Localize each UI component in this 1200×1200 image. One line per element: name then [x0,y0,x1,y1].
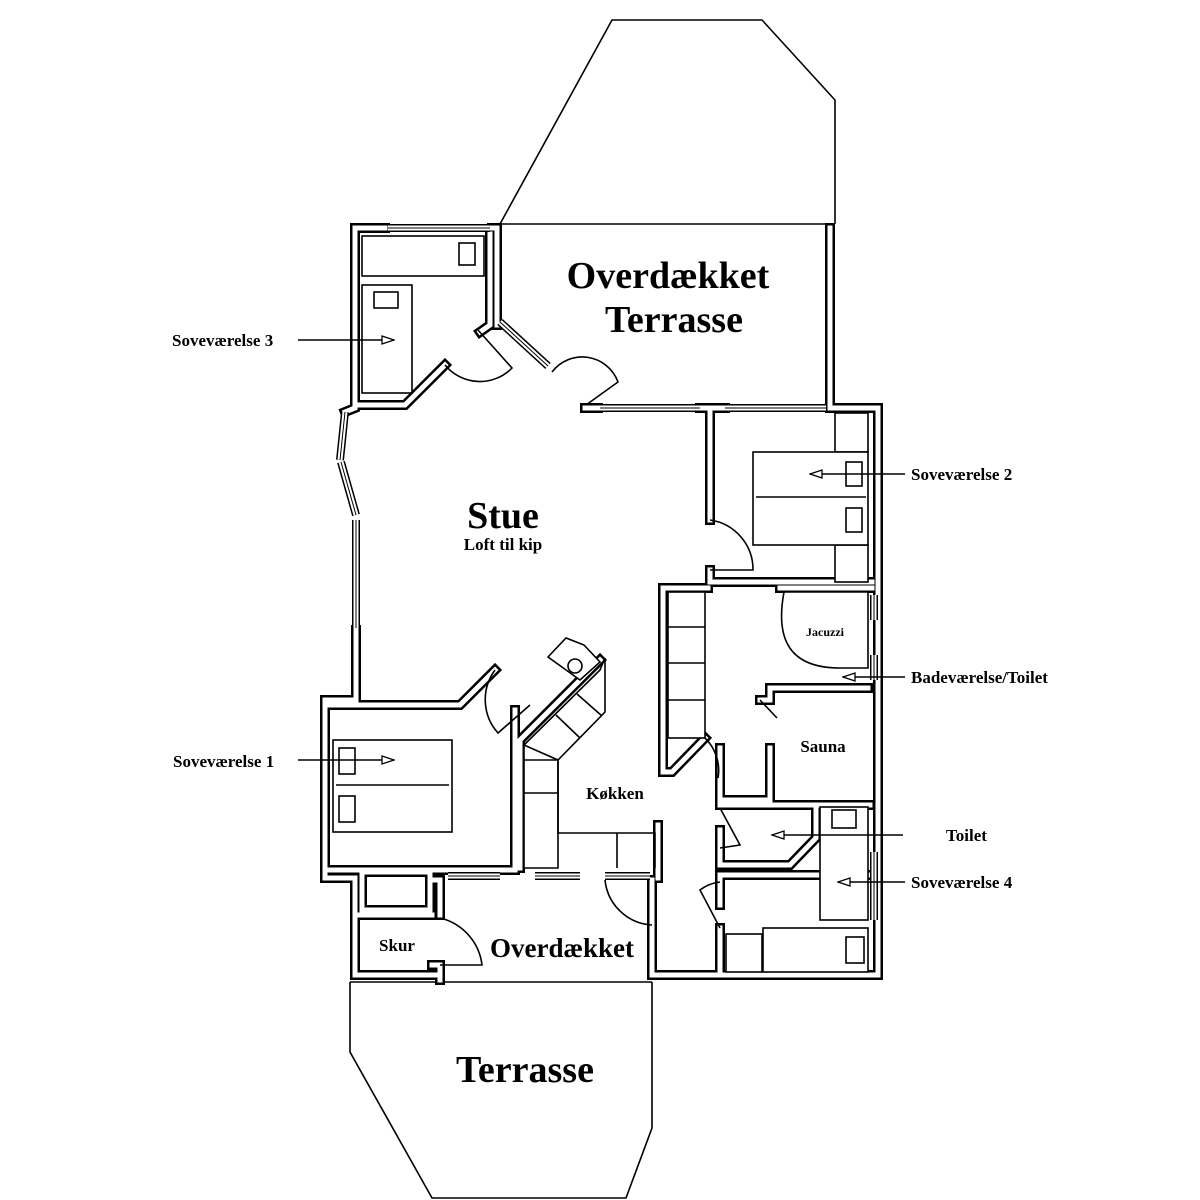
label-covered-bottom: Overdækket [490,933,634,963]
callout-bedroom3: Soveværelse 3 [172,331,273,350]
pillow-icon [458,242,476,266]
door-bedroom2 [709,519,754,571]
sink-drain [567,658,583,674]
callout-bedroom1: Soveværelse 1 [173,752,274,771]
door-toilet [719,807,742,849]
nightstand [725,933,763,973]
furniture [332,235,869,973]
label-covered-terrace-1: Overdækket [567,255,770,297]
closet [834,412,869,453]
door-bathroom [704,737,720,779]
windows [336,224,878,920]
callout-bathroom: Badeværelse/Toilet [911,668,1048,687]
top-terrace-outline [499,19,836,225]
pillow-icon [831,809,857,829]
room-labels: Overdækket Terrasse Stue Loft til kip Kø… [379,255,846,1091]
jacuzzi-tub [780,591,869,669]
kitchen-counter-diag [522,657,606,761]
callout-bedroom2: Soveværelse 2 [911,465,1012,484]
label-shed: Skur [379,936,415,955]
door-bedroom1 [484,669,531,735]
kitchen-counter [523,744,559,869]
closet [834,544,869,583]
pillow-icon [373,291,399,309]
label-covered-terrace-2: Terrasse [605,299,743,341]
label-living-room: Stue [467,495,539,537]
walls [320,223,883,985]
pillow-icon [845,936,865,964]
door-bedroom3 [444,329,514,383]
callout-toilet: Toilet [946,826,987,845]
door-shed [439,917,483,966]
callouts: Soveværelse 3 Soveværelse 2 Badeværelse/… [172,331,1048,892]
door-sauna [759,699,778,719]
door-entrance [604,879,653,926]
doors [439,329,778,966]
label-sauna: Sauna [800,737,846,756]
pillow-icon [338,795,356,823]
door-bedroom4 [698,881,721,929]
bottom-terrace-outline [349,981,653,1199]
label-kitchen: Køkken [586,784,644,803]
label-ceiling-note: Loft til kip [464,535,542,554]
bench [667,591,706,739]
callout-bedroom4: Soveværelse 4 [911,873,1013,892]
label-jacuzzi: Jacuzzi [806,625,845,639]
pillow-icon [338,747,356,775]
door-terrace [551,356,619,406]
label-terrace-bottom: Terrasse [456,1049,594,1091]
pillow-icon [845,507,863,533]
